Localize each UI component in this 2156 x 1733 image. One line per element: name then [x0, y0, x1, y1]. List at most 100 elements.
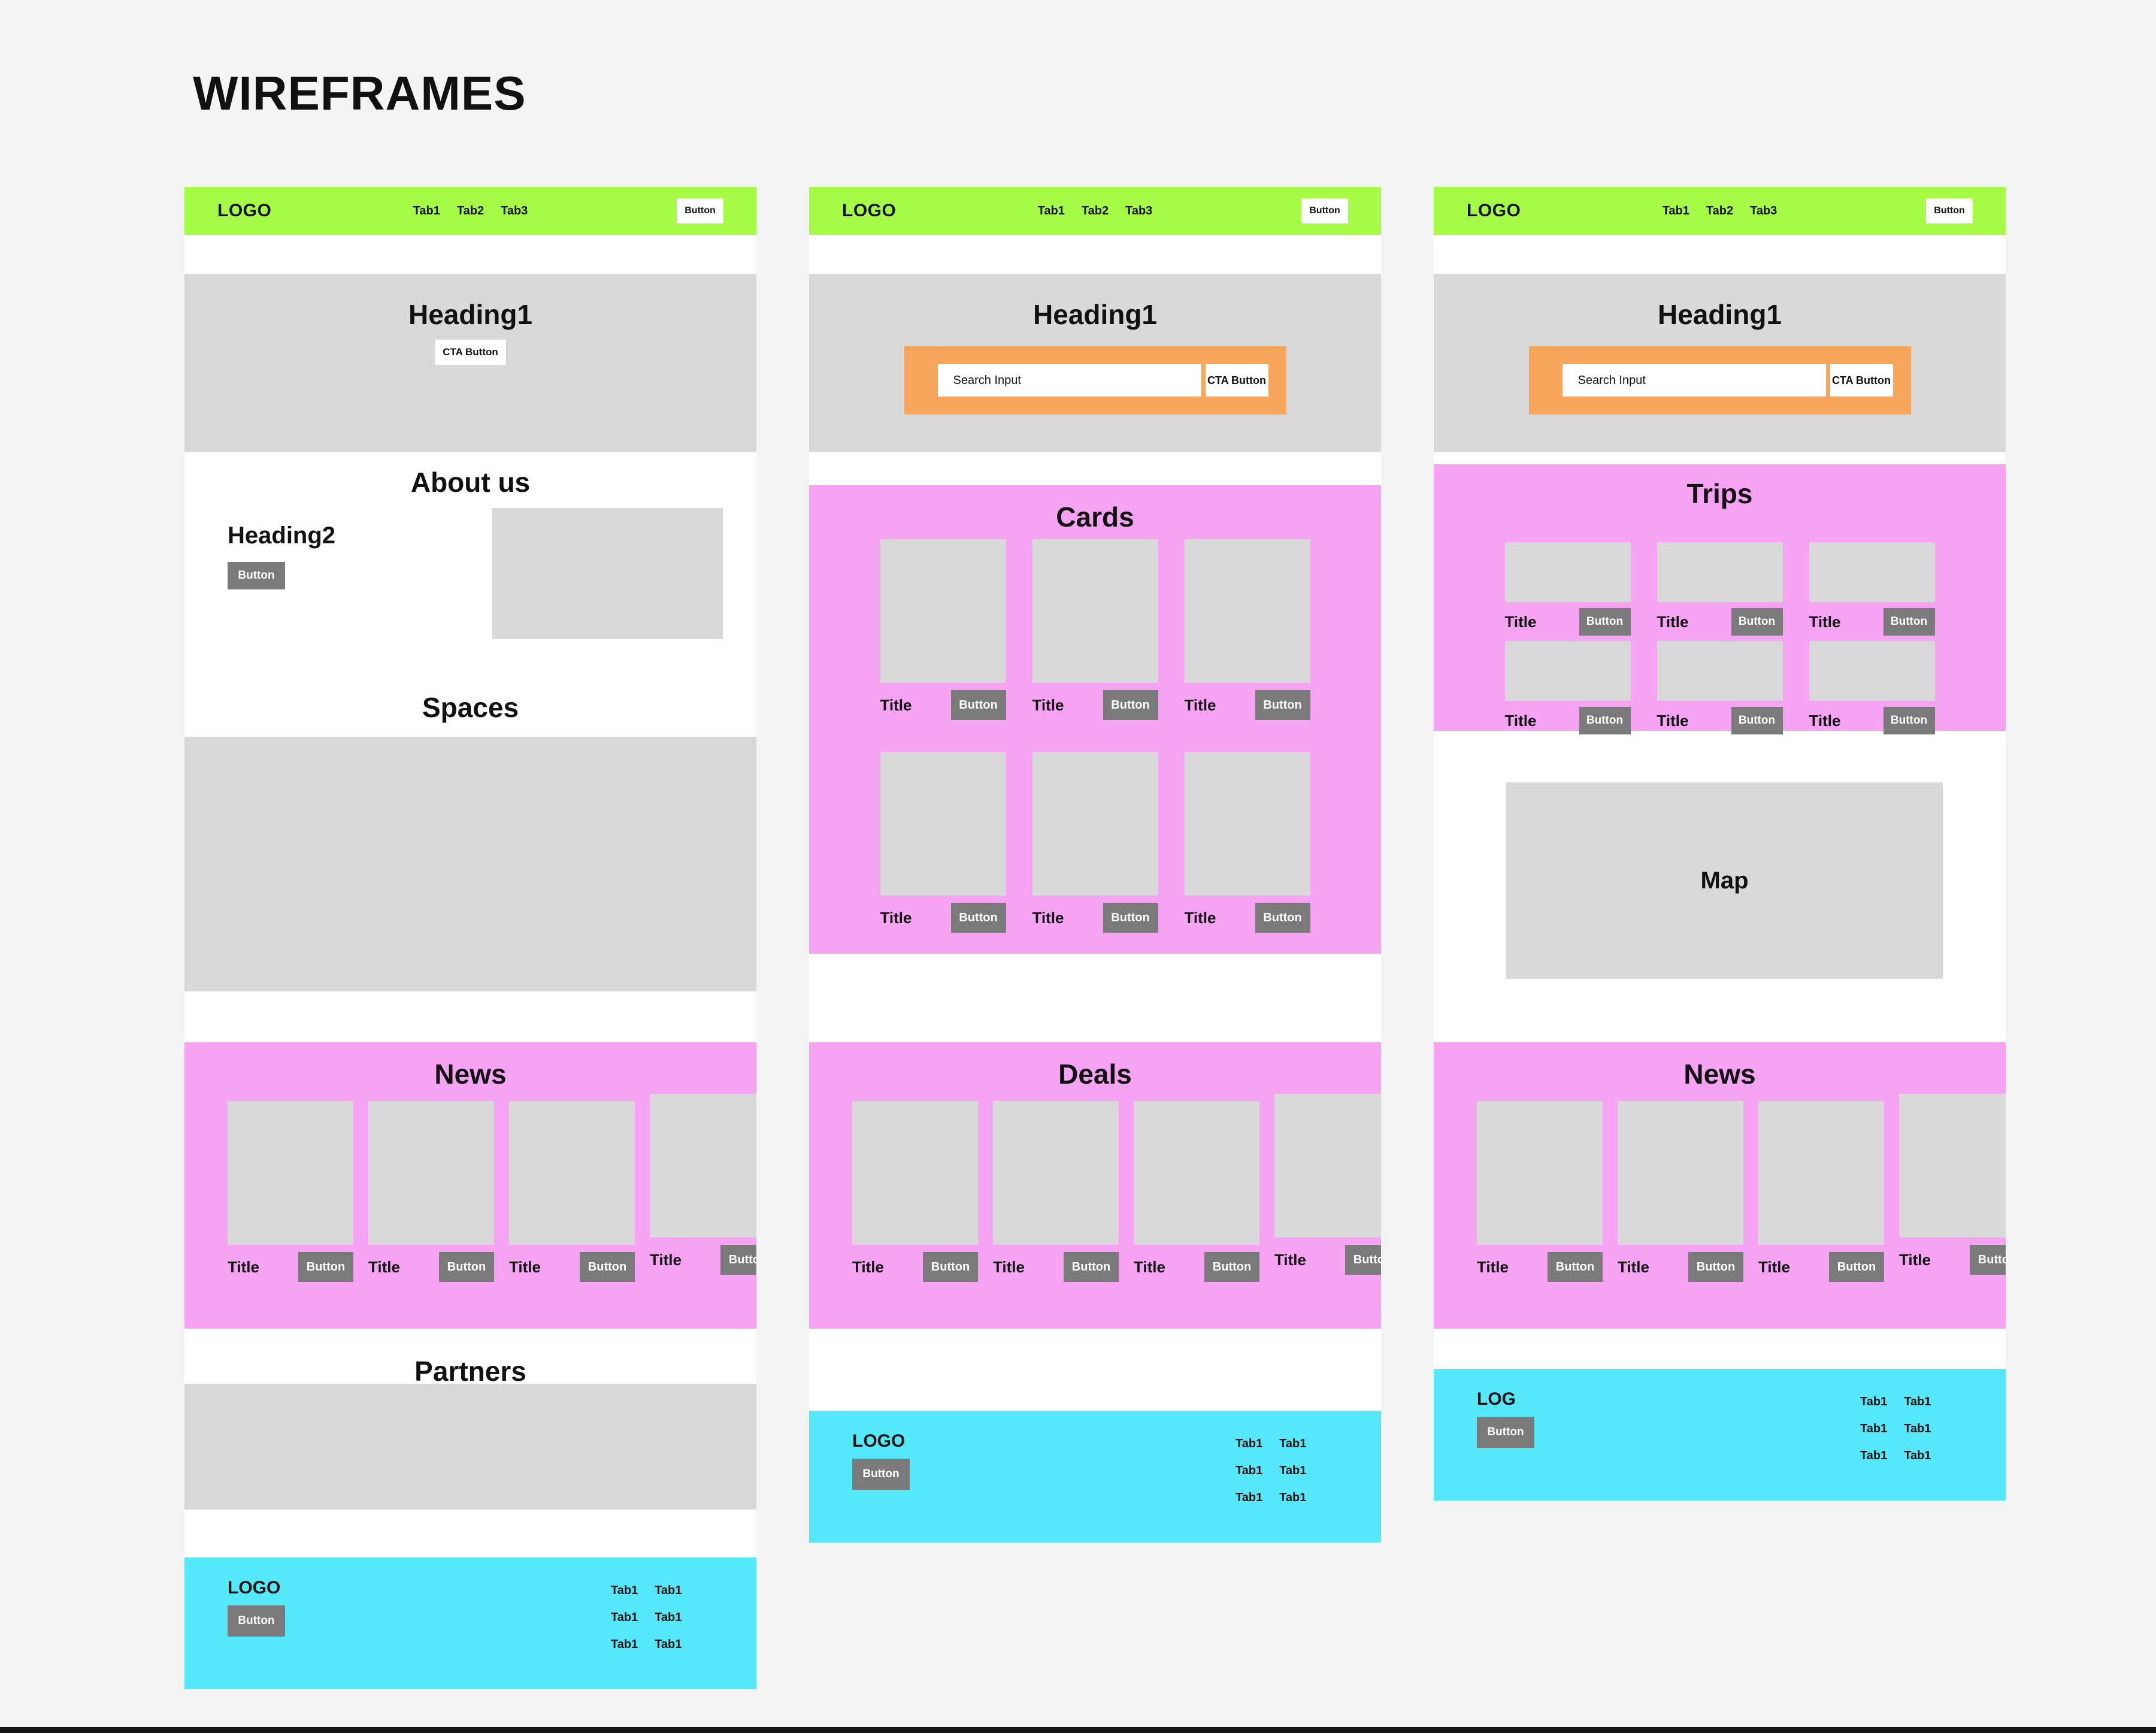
nav-logo[interactable]: LOGO: [217, 201, 272, 220]
nav-tab-2[interactable]: Tab2: [456, 204, 485, 217]
card-button[interactable]: Button: [1731, 608, 1783, 636]
map-placeholder: Map: [1506, 782, 1943, 979]
hero-cta-button[interactable]: CTA Button: [435, 340, 506, 365]
navbar: LOGO Tab1 Tab2 Tab3 Button: [1434, 187, 2006, 235]
footer-logo[interactable]: LOG: [1477, 1389, 1516, 1409]
card-button[interactable]: Button: [1731, 707, 1783, 734]
footer-tab[interactable]: Tab1: [655, 1611, 682, 1624]
footer-tab[interactable]: Tab1: [1860, 1422, 1888, 1435]
search-cta-button[interactable]: CTA Button: [1205, 364, 1268, 397]
nav-tab-3[interactable]: Tab3: [1750, 204, 1778, 217]
trip-card: Title Button: [1657, 542, 1783, 636]
card-button[interactable]: Button: [1255, 903, 1310, 933]
card-button[interactable]: Button: [1829, 1252, 1884, 1282]
deal-card: Title Button: [1274, 1094, 1381, 1275]
footer-tab[interactable]: Tab1: [1904, 1422, 1931, 1435]
card-button[interactable]: Button: [950, 690, 1006, 720]
search-input[interactable]: [937, 364, 1201, 397]
footer-tab[interactable]: Tab1: [1279, 1464, 1307, 1477]
footer-tab[interactable]: Tab1: [1236, 1491, 1263, 1504]
card-row: Title Button: [880, 903, 1006, 933]
card-image-placeholder: [1657, 542, 1783, 602]
footer-tab[interactable]: Tab1: [655, 1584, 682, 1597]
card-button[interactable]: Button: [1579, 608, 1631, 636]
footer-tab[interactable]: Tab1: [1279, 1491, 1307, 1504]
hero-heading: Heading1: [1032, 299, 1158, 330]
card-title: Title: [1809, 711, 1841, 730]
card-button[interactable]: Button: [950, 903, 1006, 933]
footer-button[interactable]: Button: [1477, 1417, 1534, 1448]
nav-tab-3[interactable]: Tab3: [1125, 204, 1153, 217]
nav-tab-3[interactable]: Tab3: [501, 204, 528, 217]
about-heading: About us: [410, 467, 531, 498]
trips-heading: Trips: [1686, 478, 1753, 509]
cards-section: Cards Title Button Title Button: [809, 485, 1381, 954]
bottom-divider-bar: [0, 1727, 2156, 1733]
footer-tab[interactable]: Tab1: [1236, 1464, 1263, 1477]
nav-tab-1[interactable]: Tab1: [1662, 204, 1689, 217]
footer-button[interactable]: Button: [228, 1605, 285, 1637]
footer-tab[interactable]: Tab1: [611, 1638, 638, 1651]
card-button[interactable]: Button: [1103, 690, 1158, 720]
nav-button[interactable]: Button: [1926, 198, 1973, 223]
card-button[interactable]: Button: [1688, 1252, 1743, 1282]
footer-tab[interactable]: Tab1: [611, 1584, 638, 1597]
cards-heading: Cards: [1056, 501, 1134, 533]
news-card: Title Button: [1899, 1094, 2006, 1275]
card-button[interactable]: Button: [1970, 1245, 2006, 1275]
news-card: Title Button: [1758, 1101, 1884, 1282]
nav-logo[interactable]: LOGO: [1467, 201, 1521, 220]
card-button[interactable]: Button: [1883, 608, 1935, 636]
card-title: Title: [1504, 711, 1537, 730]
footer-tab[interactable]: Tab1: [611, 1611, 638, 1624]
deal-card: Title Button: [993, 1101, 1119, 1282]
footer-tab[interactable]: Tab1: [655, 1638, 682, 1651]
footer-logo[interactable]: LOGO: [852, 1431, 906, 1451]
nav-button[interactable]: Button: [1301, 198, 1348, 223]
news-card: Title Button: [1477, 1101, 1603, 1282]
card-button[interactable]: Button: [1103, 903, 1158, 933]
card-button[interactable]: Button: [1255, 690, 1310, 720]
footer-button[interactable]: Button: [852, 1459, 910, 1490]
card-image-placeholder: [1809, 542, 1935, 602]
footer-tab[interactable]: Tab1: [1904, 1395, 1931, 1408]
nav-tabs: Tab1 Tab2 Tab3: [1038, 204, 1153, 218]
footer-tab[interactable]: Tab1: [1904, 1449, 1931, 1462]
card-button[interactable]: Button: [1064, 1252, 1119, 1282]
card-button[interactable]: Button: [1883, 707, 1935, 734]
footer-logo[interactable]: LOGO: [228, 1578, 281, 1598]
navbar: LOGO Tab1 Tab2 Tab3 Button: [809, 187, 1381, 235]
search-input[interactable]: [1562, 364, 1826, 397]
card-title: Title: [1134, 1257, 1165, 1276]
card-image-placeholder: [1274, 1094, 1381, 1238]
card-button[interactable]: Button: [1204, 1252, 1259, 1282]
about-image-placeholder: [492, 508, 723, 639]
card-image-placeholder: [880, 752, 1006, 896]
card-button[interactable]: Button: [923, 1252, 978, 1282]
deals-section: Deals Title Button Title Button: [809, 1042, 1381, 1329]
card-button[interactable]: Button: [1579, 707, 1631, 734]
card-button[interactable]: Button: [439, 1252, 494, 1282]
nav-logo[interactable]: LOGO: [842, 201, 897, 220]
footer-tab[interactable]: Tab1: [1279, 1437, 1307, 1450]
card-image-placeholder: [1477, 1101, 1603, 1245]
search-cta-button[interactable]: CTA Button: [1830, 364, 1893, 397]
about-button[interactable]: Button: [228, 562, 285, 589]
footer-tab[interactable]: Tab1: [1860, 1395, 1888, 1408]
trip-card: Title Button: [1809, 641, 1935, 734]
footer-tab[interactable]: Tab1: [1236, 1437, 1263, 1450]
nav-tab-1[interactable]: Tab1: [1037, 204, 1065, 217]
card-button[interactable]: Button: [1345, 1245, 1381, 1275]
nav-tab-1[interactable]: Tab1: [413, 204, 440, 217]
footer-tab[interactable]: Tab1: [1860, 1449, 1888, 1462]
card-row: Title Button: [1185, 690, 1310, 720]
nav-tab-2[interactable]: Tab2: [1081, 204, 1109, 217]
card-row: Title Button: [228, 1252, 353, 1282]
card-button[interactable]: Button: [298, 1252, 353, 1282]
nav-button[interactable]: Button: [677, 198, 723, 223]
card-button[interactable]: Button: [720, 1245, 756, 1275]
card-button[interactable]: Button: [580, 1252, 635, 1282]
card-button[interactable]: Button: [1548, 1252, 1603, 1282]
card-image-placeholder: [1184, 539, 1310, 683]
nav-tab-2[interactable]: Tab2: [1706, 204, 1734, 217]
